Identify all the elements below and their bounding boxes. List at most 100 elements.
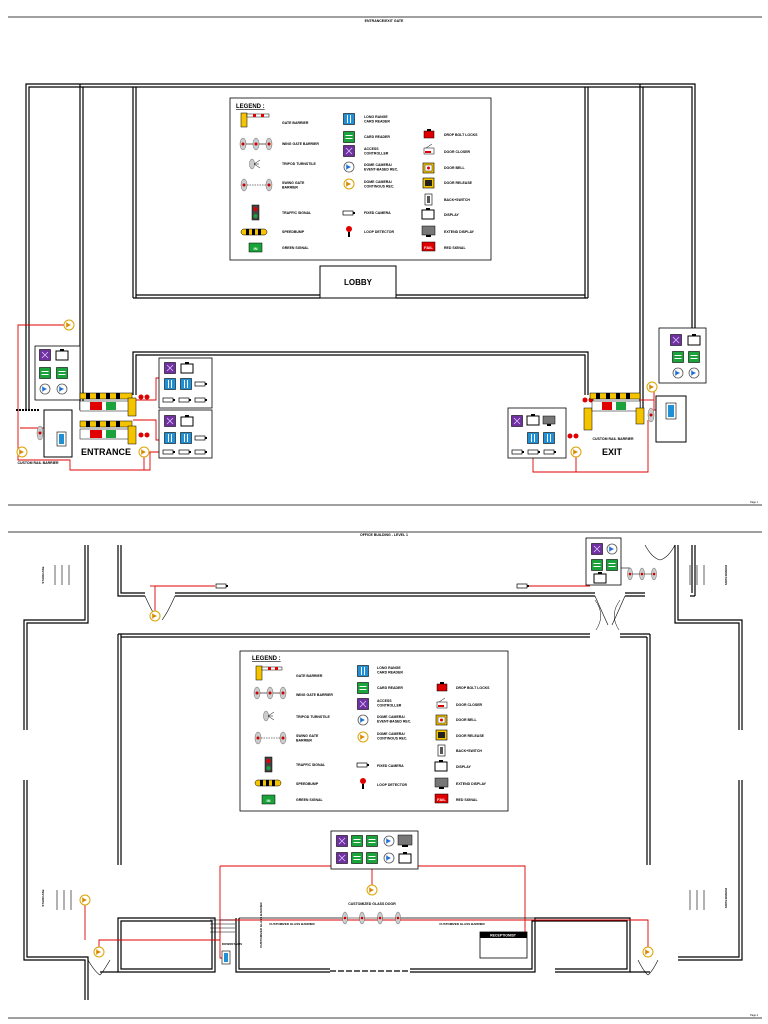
fixed-camera-icon [342,210,356,216]
legend-page2: LEGEND : [239,650,509,812]
speedbump-icon [254,779,282,787]
legend2-gate-barrier: GATE BARRIER [296,674,323,678]
left-cabin [16,409,73,458]
legend-dome-continuous: DOME CAMERA/CONTINOUS REC. [364,180,394,189]
legend2-drop-bolt: DROP BOLT LOCKS [456,686,490,690]
legend2-speedbump: SPEEDBUMP [296,782,319,786]
legend-display: DISPLAY [444,213,460,217]
loop-detector-icon [346,226,352,237]
legend-door-bell: DOOR BELL [444,166,465,170]
card-reader-icon [343,131,355,143]
legend2-door-release: DOOR RELEASE [456,734,485,738]
dome-camera [149,610,161,622]
legend-wing-gate: WING GATE BARRIER [282,142,319,146]
legend2-dome-event: DOME CAMERA/EVENT-BASED REC. [377,715,411,724]
svg-text:FAIL: FAIL [437,797,446,802]
dome-camera [366,884,378,896]
legend2-traffic-signal: TRAFFIC SIGNAL [296,763,326,767]
legend-green-signal: GREEN SIGNAL [282,246,310,250]
green-signal-icon: IN [261,794,276,805]
glass-barrier-vert-label: CUSTOMIZED GLASS BARRIER [259,901,263,947]
exit-label: EXIT [602,447,623,457]
dome-camera [570,446,582,458]
legend2-back-switch: BACK+SWITCH [456,749,482,753]
office-wing-gates [239,911,535,925]
wing-gate-barrier-icon [253,686,287,700]
extend-display-icon [434,777,449,789]
long-range-reader-icon [343,113,355,125]
legend2-green-signal: GREEN SIGNAL [296,798,324,802]
page1-page-label: Page 1 [750,501,759,504]
door-release-icon [435,729,448,741]
fixed-camera-icon [356,762,370,768]
legend-title: LEGEND : [236,104,265,110]
legend-red-signal: RED SIGNAL [444,246,466,250]
drop-bolt-lock-icon [423,129,435,139]
back-switch-icon [424,193,433,206]
dome-camera-event-icon [343,161,355,173]
legend-card-reader: CARD READER [364,135,390,139]
legend-dome-event: DOME CAMERA/EVENT-BASED REC. [364,163,398,172]
page1-walls [25,83,696,410]
exit-barriers [567,392,645,439]
entrance-equipment-bottom [158,409,213,459]
dome-camera [646,381,658,393]
door-bell-icon [422,162,435,174]
dome-camera-continuous-icon [343,178,355,190]
wiring-page2 [84,585,649,959]
legend2-red-signal: RED SIGNAL [456,798,478,802]
svg-text:IN: IN [254,246,258,251]
card-reader-icon [357,682,369,694]
fixed-camera [516,583,530,589]
staircase-tl-label: STAIRCASE [41,566,45,583]
legend2-fixed-camera: FIXED CAMERA [377,764,404,768]
back-switch-icon [437,744,446,757]
legend2-wing-gate: WING GATE BARRIER [296,693,333,697]
dome-camera [93,946,105,958]
downstairs-br-label: DOWNSTAIRS [724,888,728,908]
right-cabin [647,395,687,443]
staircase-markers [54,565,705,910]
legend2-loop-detector: LOOP DETECTOR [377,783,407,787]
door-release-icon [422,177,435,189]
entrance-equipment-top [158,357,213,409]
tripod-turnstile-icon [263,710,275,722]
legend2-display: DISPLAY [456,765,472,769]
glass-barrier-left-label: CUSTOMIZED GLASS BARRIER [269,922,315,926]
traffic-signal-icon [264,756,273,773]
page-2: OFFICE BUILDING - LEVEL 1 Page 2 [8,531,762,1019]
dome-camera [79,894,91,906]
page2-page-label: Page 2 [750,1014,759,1017]
gate-barrier-icon [240,112,270,128]
glass-barrier-right-label: CUSTOMIZED GLASS BARRIER [439,922,485,926]
legend2-door-bell: DOOR BELL [456,718,477,722]
receptionist-label: RECEPTIONIST [490,934,517,938]
page2-walls [23,545,743,1000]
lobby-label: LOBBY [344,278,373,287]
speedbump-icon [240,228,268,236]
legend2-extend-display: EXTEND DISPLAY [456,782,487,786]
svg-text:FAIL: FAIL [424,245,433,250]
drop-bolt-lock-icon [436,682,448,692]
legend-tripod: TRIPOD TURNSTILE [282,162,316,166]
extend-display-icon [421,225,436,237]
gate-barrier-icon [255,665,283,681]
traffic-signal-icon [251,204,260,221]
legend2-dome-continuous: DOME CAMERA/CONTINOUS REC. [377,732,407,741]
left-enclosure [34,345,81,401]
exit-equipment [507,407,567,459]
dome-camera [63,319,75,331]
right-enclosure [658,327,707,384]
dome-camera [642,946,654,958]
legend-door-closer: DOOR CLOSER [444,150,471,154]
door-bell-icon [435,714,448,726]
legend2-title: LEGEND : [252,656,281,662]
lobby-box: LOBBY [319,265,397,299]
glass-door-label: CUSTOMIZED GLASS DOOR [348,902,396,906]
legend-speedbump: SPEEDBUMP [282,230,305,234]
